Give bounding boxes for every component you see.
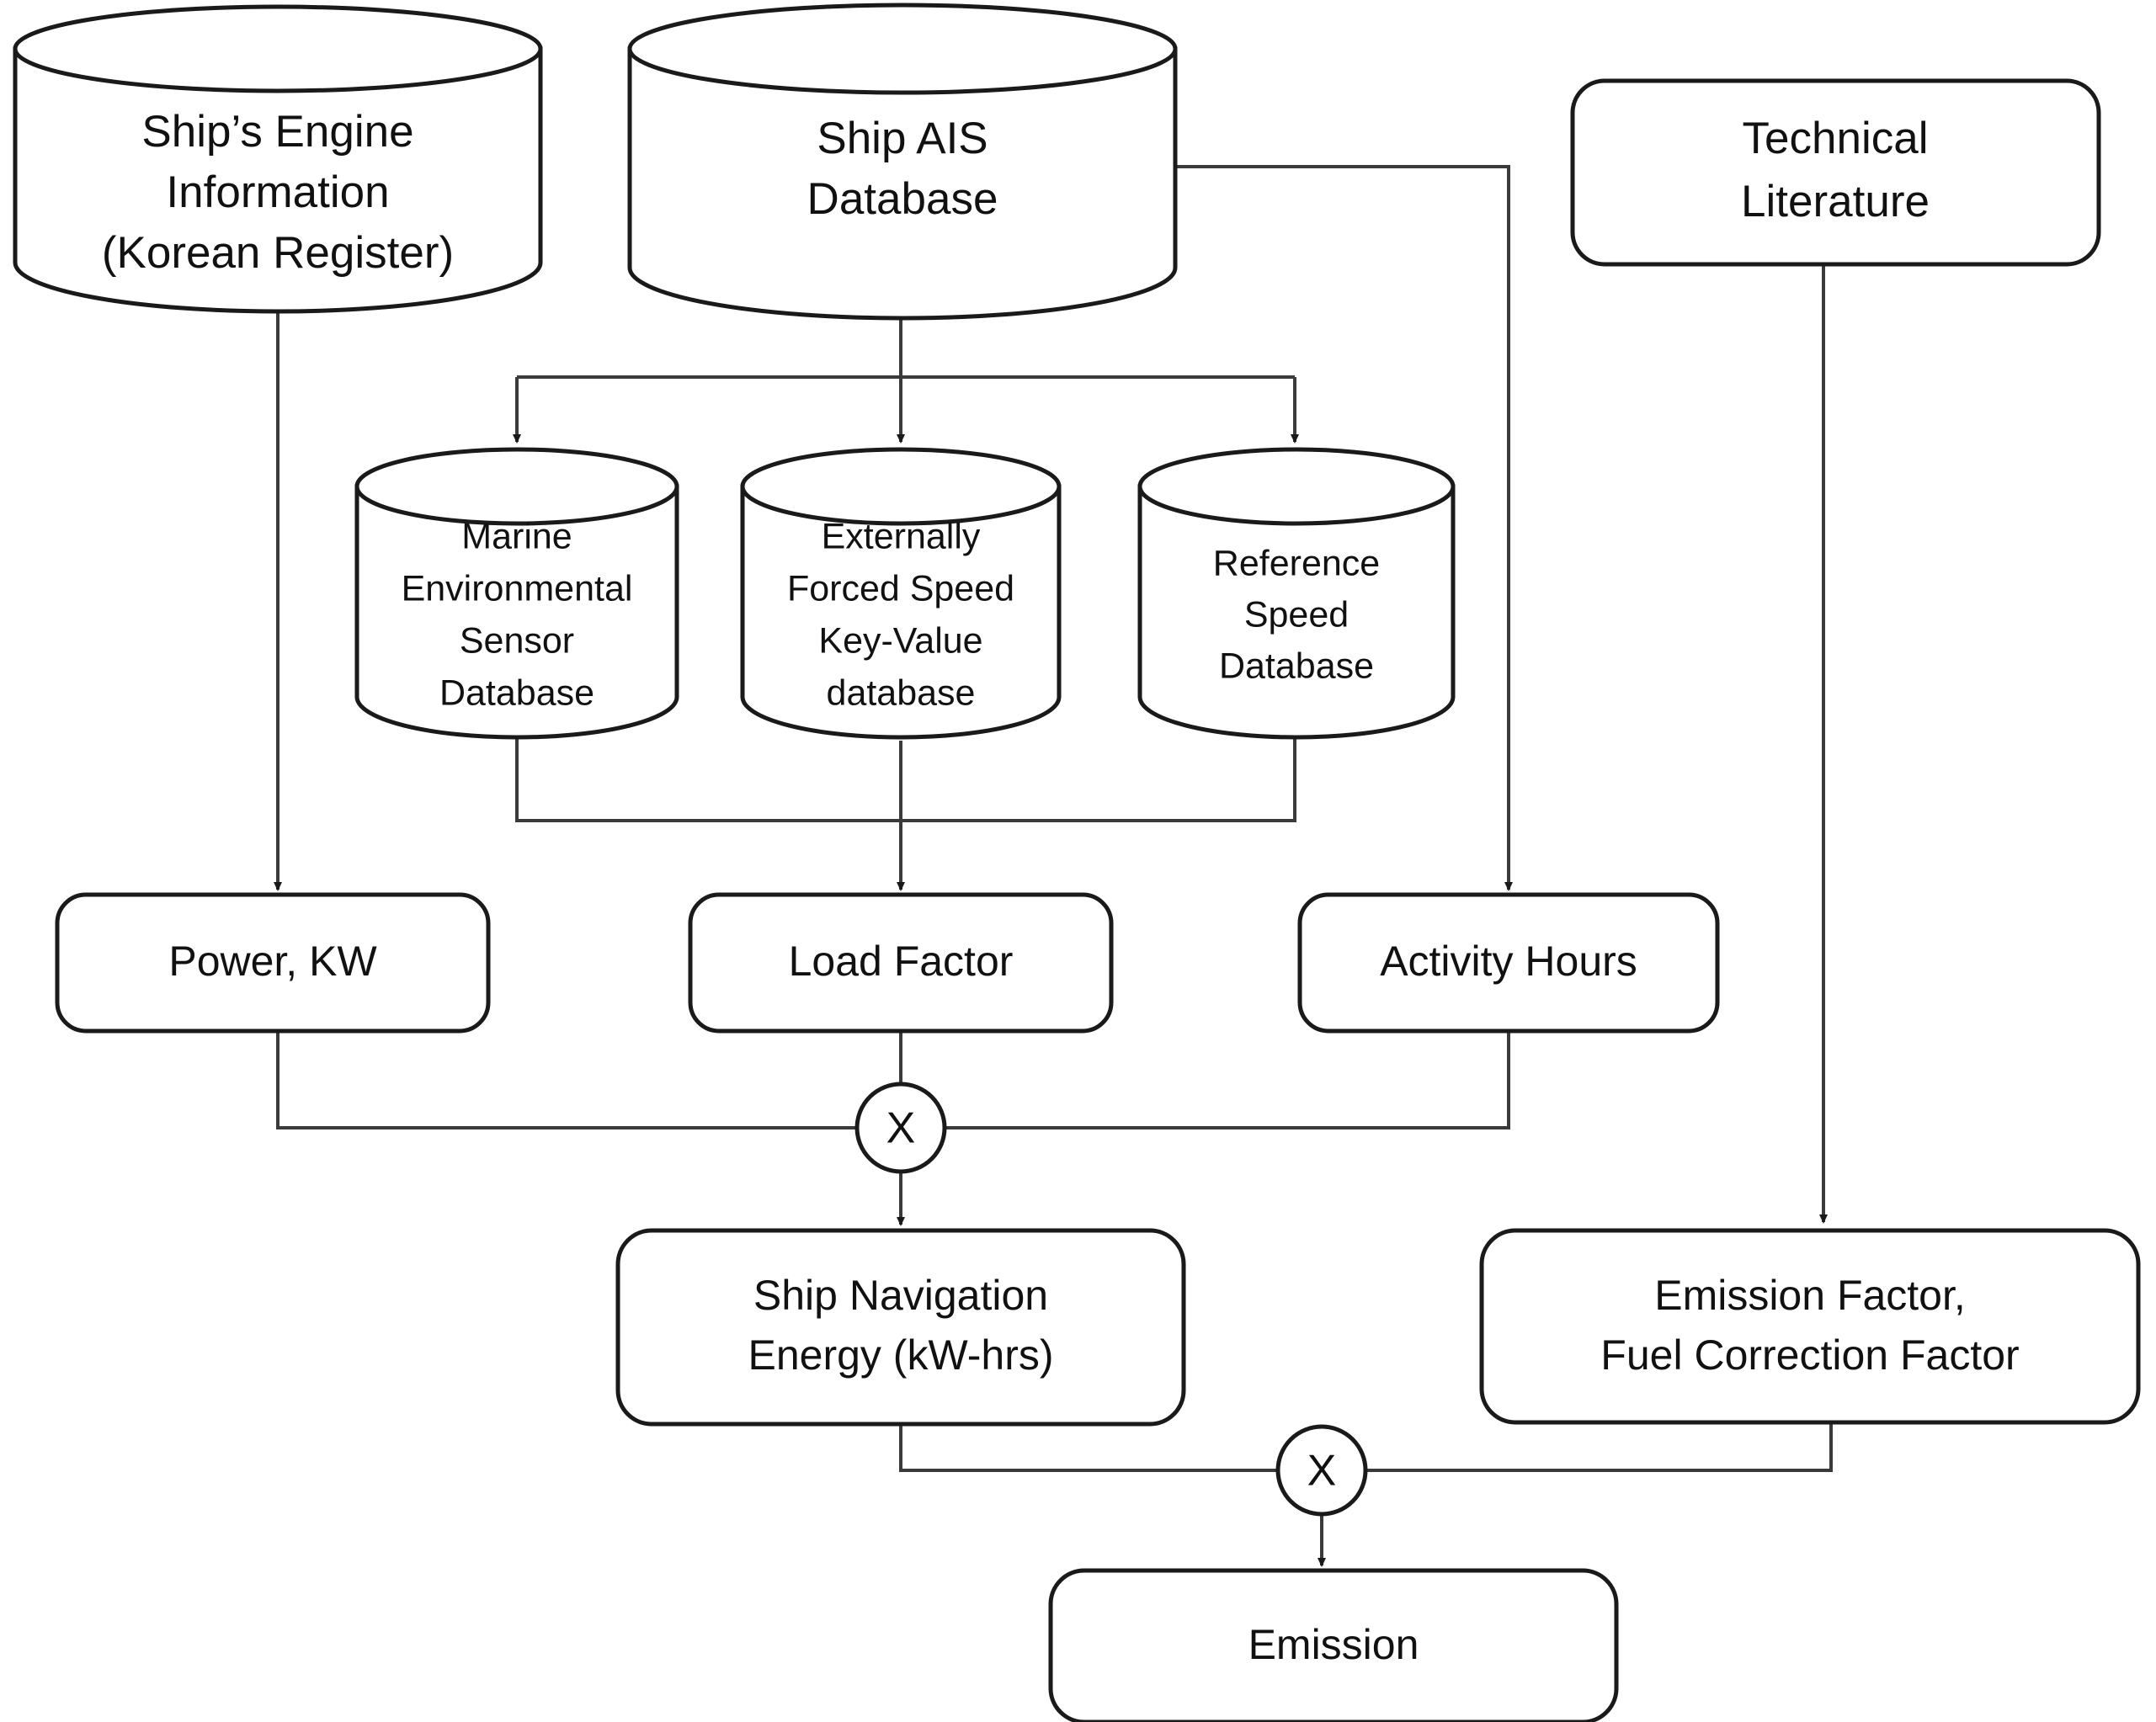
node-label-line: Ship Navigation <box>753 1272 1048 1319</box>
multiply-circle-icon <box>854 1082 947 1174</box>
cylinder-body-marine-sensor <box>354 484 679 740</box>
node-label-line: database <box>827 672 976 713</box>
node-emission[interactable]: Emission <box>1048 1568 1619 1722</box>
node-label-line: Activity Hours <box>1380 938 1637 985</box>
node-power-kw[interactable]: Power, KW <box>55 892 491 1034</box>
node-label-line: Forced Speed <box>787 568 1014 609</box>
operator-multiply-energy[interactable]: X <box>854 1082 947 1174</box>
node-externally-forced-speed-key-value-database[interactable]: Externally Forced Speed Key-Value databa… <box>740 447 1062 740</box>
node-label-line: Ship’s Engine <box>141 107 413 157</box>
node-marine-environmental-sensor-database[interactable]: Marine Environmental Sensor Database <box>354 447 679 740</box>
edge-activity-hours-to-multiply <box>945 1031 1510 1129</box>
edge-navigation-energy-to-multiply2 <box>899 1423 1278 1472</box>
box-ship-navigation-energy <box>615 1228 1186 1427</box>
node-label-line: Reference <box>1213 543 1380 583</box>
edge-reference-speed-db-down <box>901 739 1296 822</box>
operator-multiply-emission[interactable]: X <box>1275 1424 1368 1517</box>
cylinder-body-forced-speed <box>740 484 1062 740</box>
node-ship-navigation-energy[interactable]: Ship Navigation Energy (kW-hrs) <box>615 1228 1186 1427</box>
node-label-line: Fuel Correction Factor <box>1600 1331 2019 1379</box>
node-label-line: Marine <box>461 516 572 556</box>
node-ship-ais-database[interactable]: Ship AIS Database <box>627 3 1178 321</box>
multiply-symbol: X <box>886 1104 916 1153</box>
node-label-line: (Korean Register) <box>102 228 454 278</box>
cylinder-top-reference-speed <box>1137 447 1456 526</box>
multiply-circle-icon <box>1275 1424 1368 1517</box>
box-activity-hours <box>1297 892 1720 1034</box>
cylinder-top-marine-sensor <box>354 447 679 526</box>
node-label-line: Speed <box>1244 594 1349 635</box>
box-emission-factor <box>1479 1228 2141 1425</box>
cylinder-top-ais <box>627 3 1178 95</box>
node-emission-factor-fuel-correction-factor[interactable]: Emission Factor, Fuel Correction Factor <box>1479 1228 2141 1425</box>
box-load-factor <box>688 892 1114 1034</box>
node-label-line: Externally <box>822 516 981 556</box>
node-activity-hours[interactable]: Activity Hours <box>1297 892 1720 1034</box>
cylinder-body-reference-speed <box>1137 484 1456 740</box>
node-label-line: Power, KW <box>168 938 377 985</box>
cylinder-top-engine-info <box>13 4 543 93</box>
node-technical-literature[interactable]: Technical Literature <box>1570 78 2101 267</box>
node-label-line: Energy (kW-hrs) <box>748 1331 1053 1379</box>
node-label-line: Load Factor <box>789 938 1014 985</box>
box-power-kw <box>55 892 491 1034</box>
edge-ais-to-activity-hours <box>1175 165 1513 891</box>
node-label-line: Database <box>1219 646 1374 686</box>
multiply-symbol: X <box>1307 1447 1337 1496</box>
cylinder-body-ais <box>627 46 1178 321</box>
node-label-line: Ship AIS <box>817 114 988 163</box>
box-emission <box>1048 1568 1619 1722</box>
connector-layer <box>274 165 1833 1567</box>
edge-power-to-multiply <box>276 1031 857 1129</box>
node-label-line: Environmental <box>402 568 633 609</box>
node-label-line: Emission <box>1248 1621 1419 1668</box>
edge-emission-factor-to-multiply2 <box>1365 1422 1833 1472</box>
box-technical-literature <box>1570 78 2101 267</box>
node-label-line: Technical <box>1743 114 1929 163</box>
edge-marine-sensor-db-down <box>515 739 901 822</box>
node-load-factor[interactable]: Load Factor <box>688 892 1114 1034</box>
node-label-line: Database <box>807 174 998 224</box>
node-label-line: Information <box>166 167 389 217</box>
node-label-line: Literature <box>1741 177 1930 226</box>
node-label-line: Key-Value <box>818 620 982 661</box>
node-label-line: Sensor <box>460 620 574 661</box>
node-ship-engine-info[interactable]: Ship’s Engine Information (Korean Regist… <box>13 4 543 314</box>
node-label-line: Database <box>439 672 594 713</box>
cylinder-body-engine-info <box>13 46 543 314</box>
node-label-line: Emission Factor, <box>1654 1272 1966 1319</box>
node-reference-speed-database[interactable]: Reference Speed Database <box>1137 447 1456 740</box>
cylinder-top-forced-speed <box>740 447 1062 526</box>
